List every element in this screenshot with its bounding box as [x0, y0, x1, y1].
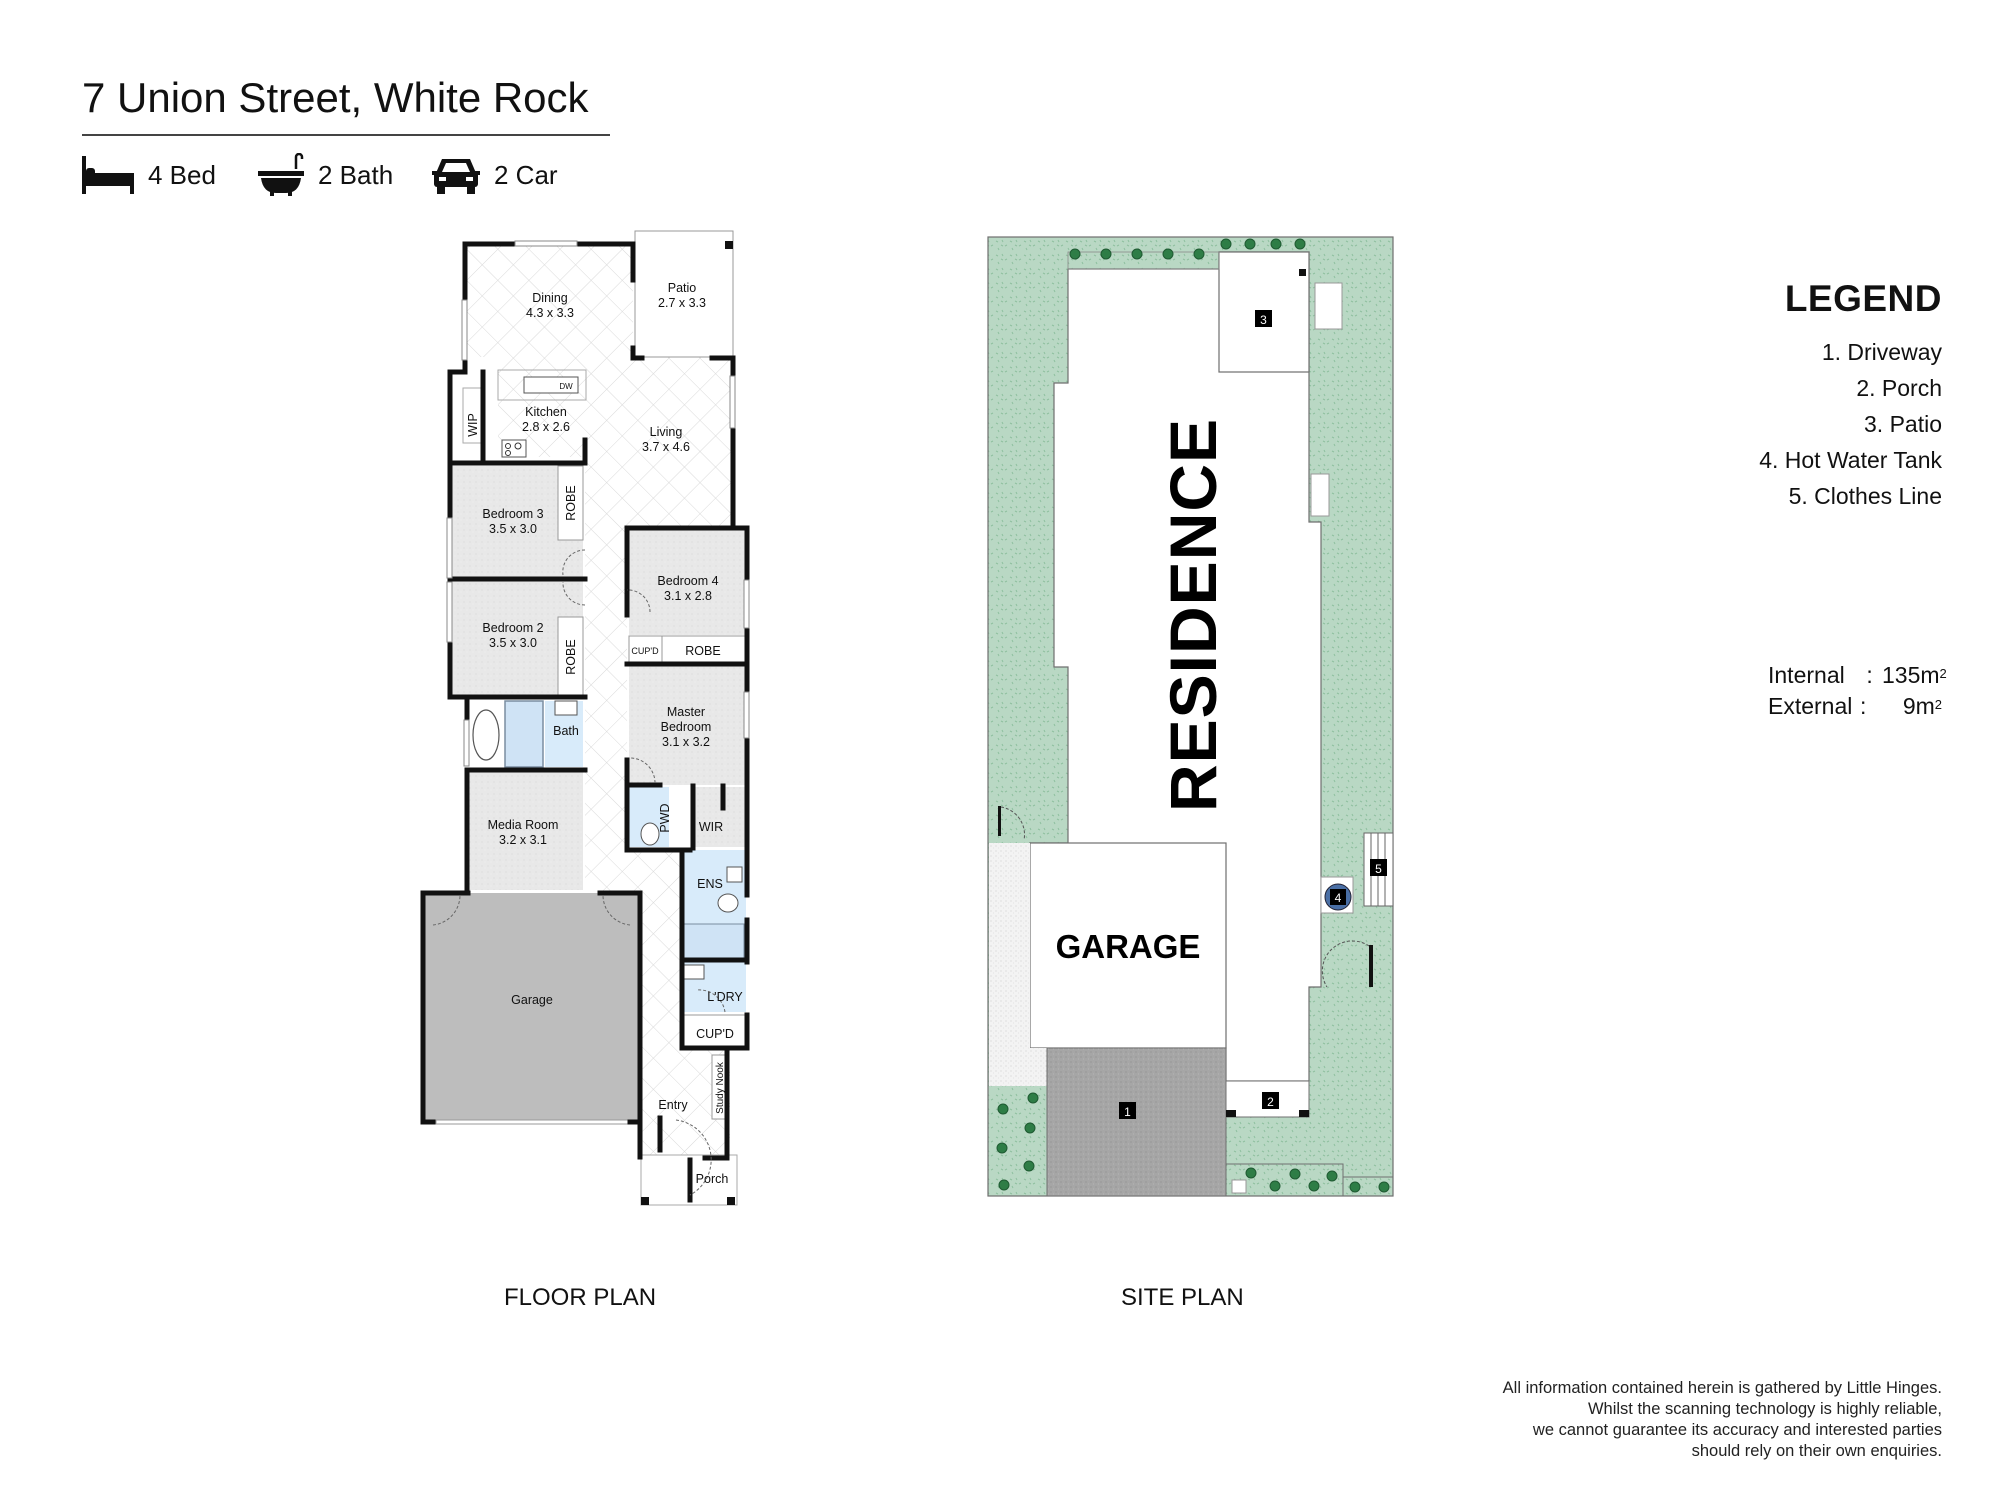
internal-area-label: Internal: [1768, 662, 1845, 688]
dining-size: 4.3 x 3.3: [526, 306, 574, 320]
marker-2: 2: [1262, 1092, 1279, 1109]
disclaimer: All information contained herein is gath…: [1503, 1378, 1942, 1462]
dishwasher-label: DW: [559, 382, 573, 391]
feature-car-spaces: 2 Car: [432, 152, 558, 198]
internal-area-value: 135m: [1882, 662, 1940, 688]
patio-size: 2.7 x 3.3: [658, 296, 706, 310]
walls: [420, 241, 750, 1203]
side-path: [989, 843, 1030, 1086]
media-room-size: 3.2 x 3.1: [499, 833, 547, 847]
feature-bedrooms: 4 Bed: [82, 152, 216, 198]
legend-item-patio: 3. Patio: [1864, 411, 1942, 437]
external-area-value: 9m: [1902, 693, 1935, 719]
svg-text:2: 2: [1267, 1095, 1274, 1109]
area-summary: Internal : 135m2 External : 9m2: [1768, 660, 1947, 722]
living-label: Living: [650, 425, 683, 439]
hallway: [585, 527, 627, 892]
porch-label: Porch: [696, 1172, 729, 1186]
ensuite-label: ENS: [697, 877, 723, 891]
garage-footprint: [1029, 842, 1227, 1049]
bedroom-2-size: 3.5 x 3.0: [489, 636, 537, 650]
living-size: 3.7 x 4.6: [642, 440, 690, 454]
living-area: [585, 357, 733, 527]
floor-plan-caption: FLOOR PLAN: [504, 1284, 657, 1311]
kitchen-label: Kitchen: [525, 405, 567, 419]
title-divider: [82, 134, 610, 136]
master-bedroom-label-1: Master: [667, 705, 705, 719]
bedroom-4-label: Bedroom 4: [657, 574, 718, 588]
dining-area: [465, 245, 633, 357]
study-nook-label: Study Nook: [715, 1061, 726, 1114]
robe-bedroom-3-label: ROBE: [564, 485, 578, 520]
laundry-label: L'DRY: [707, 990, 743, 1004]
disclaimer-line: Whilst the scanning technology is highly…: [1587, 1400, 1942, 1418]
svg-text:1: 1: [1124, 1105, 1131, 1119]
bed-icon: [82, 156, 134, 194]
cupboard-label-1: CUP'D: [631, 646, 659, 656]
legend-item-hot-water-tank: 4. Hot Water Tank: [1759, 447, 1942, 473]
feature-bathrooms: 2 Bath: [258, 152, 393, 198]
marker-3: 3: [1255, 310, 1272, 327]
marker-1: 1: [1119, 1102, 1136, 1119]
driveway: [1046, 1047, 1227, 1197]
svg-text:5: 5: [1375, 862, 1382, 876]
bedroom-3-label: Bedroom 3: [482, 507, 543, 521]
bath-count: 2 Bath: [318, 159, 394, 190]
robe-bedroom-4-label: ROBE: [685, 644, 720, 658]
media-room-label: Media Room: [488, 818, 559, 832]
disclaimer-line: should rely on their own enquiries.: [1691, 1442, 1942, 1460]
floor-plan: Dining 4.3 x 3.3 Patio 2.7 x 3.3 Kitchen…: [420, 230, 750, 1206]
legend-title: LEGEND: [1784, 278, 1942, 319]
car-count: 2 Car: [494, 159, 558, 190]
bedroom-3-size: 3.5 x 3.0: [489, 522, 537, 536]
site-plan-caption: SITE PLAN: [1121, 1284, 1244, 1311]
bedroom-4-area: [629, 530, 745, 635]
master-bedroom-size: 3.1 x 3.2: [662, 735, 710, 749]
dining-label: Dining: [532, 291, 567, 305]
external-area-label: External: [1768, 693, 1853, 719]
entry-label: Entry: [658, 1098, 688, 1112]
bath-icon: [258, 153, 304, 196]
legend-item-porch: 2. Porch: [1856, 375, 1942, 401]
car-icon: [432, 159, 480, 194]
disclaimer-line: we cannot guarantee its accuracy and int…: [1532, 1421, 1942, 1439]
kitchen-size: 2.8 x 2.6: [522, 420, 570, 434]
bedroom-2-label: Bedroom 2: [482, 621, 543, 635]
wip-label: WIP: [466, 413, 480, 437]
media-room-area: [467, 771, 583, 890]
marker-4: 4: [1330, 889, 1346, 905]
garage-floor: [425, 893, 639, 1121]
cupboard-label-2: CUP'D: [696, 1027, 734, 1041]
residence-label: RESIDENCE: [1156, 418, 1230, 812]
svg-text:3: 3: [1260, 313, 1267, 327]
marker-5: 5: [1370, 859, 1387, 876]
bedroom-4-size: 3.1 x 2.8: [664, 589, 712, 603]
legend-list: 1. Driveway 2. Porch 3. Patio 4. Hot Wat…: [1759, 334, 1942, 514]
external-area: External : 9m2: [1768, 691, 1942, 722]
patio-area: [634, 230, 734, 358]
legend-item-driveway: 1. Driveway: [1821, 339, 1942, 365]
property-address-title: 7 Union Street, White Rock: [82, 74, 589, 121]
garage-label: Garage: [511, 993, 553, 1007]
bed-count: 4 Bed: [148, 159, 216, 190]
site-garage-label: GARAGE: [1056, 928, 1201, 965]
shrubs: [996, 238, 1390, 1193]
internal-area: Internal : 135m2: [1768, 660, 1947, 691]
patio-label: Patio: [668, 281, 697, 295]
wir-area: [693, 787, 745, 847]
bath-label: Bath: [553, 724, 579, 738]
master-bedroom-area: [629, 665, 745, 785]
site-plan: RESIDENCE GARAGE 1 2 3 4 5: [987, 236, 1394, 1197]
wir-label: WIR: [699, 820, 723, 834]
legend-item-clothes-line: 5. Clothes Line: [1788, 483, 1942, 509]
svg-text:4: 4: [1335, 891, 1342, 905]
disclaimer-line: All information contained herein is gath…: [1502, 1379, 1942, 1397]
pwd-label: PWD: [658, 803, 672, 832]
master-bedroom-label-2: Bedroom: [661, 720, 712, 734]
robe-bedroom-2-label: ROBE: [564, 639, 578, 674]
